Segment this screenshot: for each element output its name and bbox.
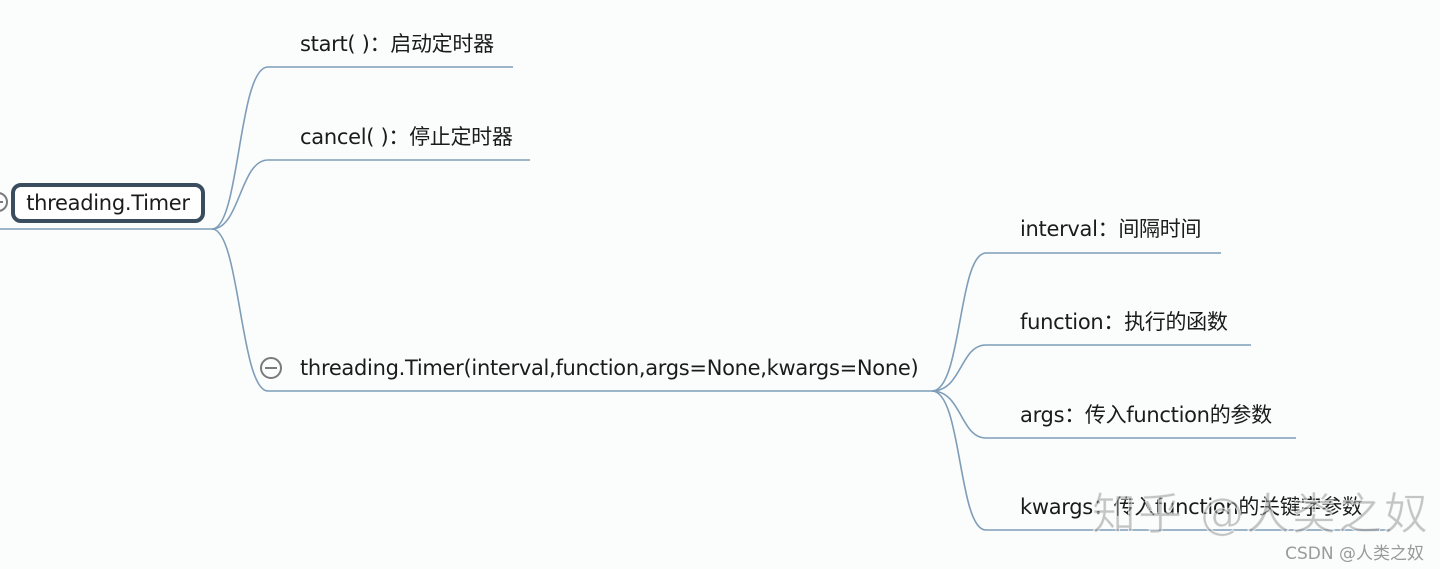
node-start[interactable]: start( )：启动定时器 — [300, 32, 494, 56]
root-node[interactable]: threading.Timer — [11, 183, 205, 223]
minus-circle-icon[interactable] — [260, 357, 282, 379]
node-cancel[interactable]: cancel( )：停止定时器 — [300, 125, 513, 149]
csdn-watermark: CSDN @人类之奴 — [1285, 544, 1424, 564]
root-node-label: threading.Timer — [26, 191, 190, 215]
zhihu-watermark: 知乎 @人类之奴 — [1092, 489, 1430, 541]
node-timer-constructor[interactable]: threading.Timer(interval,function,args=N… — [300, 356, 919, 380]
node-kwargs[interactable]: kwargs：传入function的关键字参数 — [1020, 495, 1363, 519]
node-interval[interactable]: interval：间隔时间 — [1020, 217, 1202, 241]
node-args[interactable]: args：传入function的参数 — [1020, 403, 1272, 427]
node-function[interactable]: function：执行的函数 — [1020, 310, 1228, 334]
